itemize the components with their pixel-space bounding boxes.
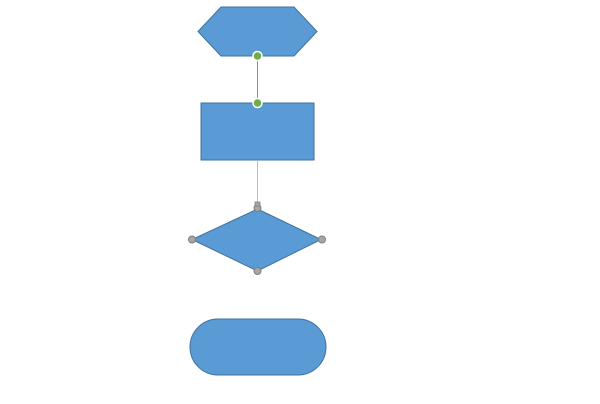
connector-end-handle[interactable] <box>254 201 261 207</box>
diamond-right-connection-port[interactable] <box>318 235 326 244</box>
diamond-left-connection-port[interactable] <box>188 235 196 244</box>
hexagon-shape[interactable] <box>197 6 318 57</box>
rectangle-shape[interactable] <box>200 102 315 161</box>
connector-end-glue-point[interactable] <box>252 97 263 109</box>
diamond-shape[interactable] <box>190 208 323 272</box>
connector-start-glue-point[interactable] <box>252 50 263 62</box>
terminator-shape[interactable] <box>189 318 327 376</box>
diamond-bottom-connection-port[interactable] <box>253 267 262 275</box>
